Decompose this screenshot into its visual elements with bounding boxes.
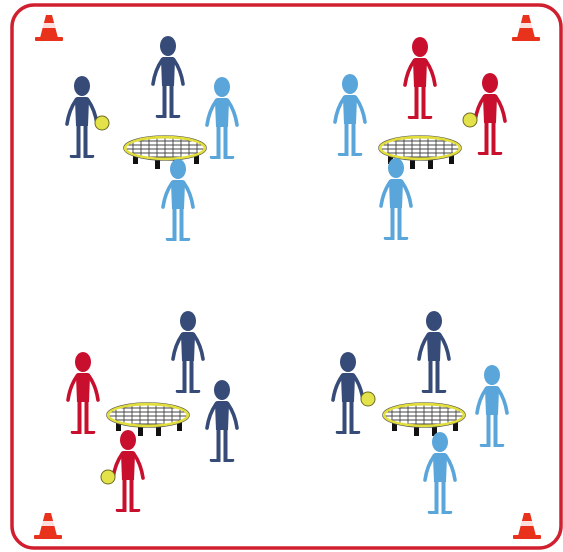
traffic-cone-icon xyxy=(513,513,541,539)
spikeball-net-icon xyxy=(124,136,207,170)
player-figure-icon xyxy=(207,77,237,159)
player-figure-icon xyxy=(425,432,455,514)
ball-icon xyxy=(463,113,477,127)
player-figure-icon xyxy=(477,365,507,447)
ball-icon xyxy=(361,392,375,406)
ball-icon xyxy=(101,470,115,484)
traffic-cone-icon xyxy=(512,15,540,41)
player-figure-icon xyxy=(173,311,203,393)
ball-icon xyxy=(95,116,109,130)
player-figure-icon xyxy=(153,36,183,118)
player-figure-icon xyxy=(163,159,193,241)
player-figure-icon xyxy=(333,352,375,434)
traffic-cone-icon xyxy=(35,15,63,41)
field-boundary xyxy=(12,5,561,548)
player-figure-icon xyxy=(101,430,143,512)
player-figure-icon xyxy=(67,76,109,158)
court-top-left xyxy=(67,36,237,241)
spikeball-net-icon xyxy=(383,403,466,437)
player-figure-icon xyxy=(405,37,435,119)
player-figure-icon xyxy=(207,380,237,462)
player-figure-icon xyxy=(381,158,411,240)
traffic-cone-icon xyxy=(34,513,62,539)
court-bottom-left xyxy=(68,311,237,512)
player-figure-icon xyxy=(419,311,449,393)
spikeball-net-icon xyxy=(107,403,190,437)
player-figure-icon xyxy=(68,352,98,434)
player-figure-icon xyxy=(335,74,365,156)
player-figure-icon xyxy=(463,73,505,155)
courts-layer xyxy=(67,36,507,514)
cones-layer xyxy=(34,15,541,539)
court-bottom-right xyxy=(333,311,507,514)
court-top-right xyxy=(335,37,505,240)
